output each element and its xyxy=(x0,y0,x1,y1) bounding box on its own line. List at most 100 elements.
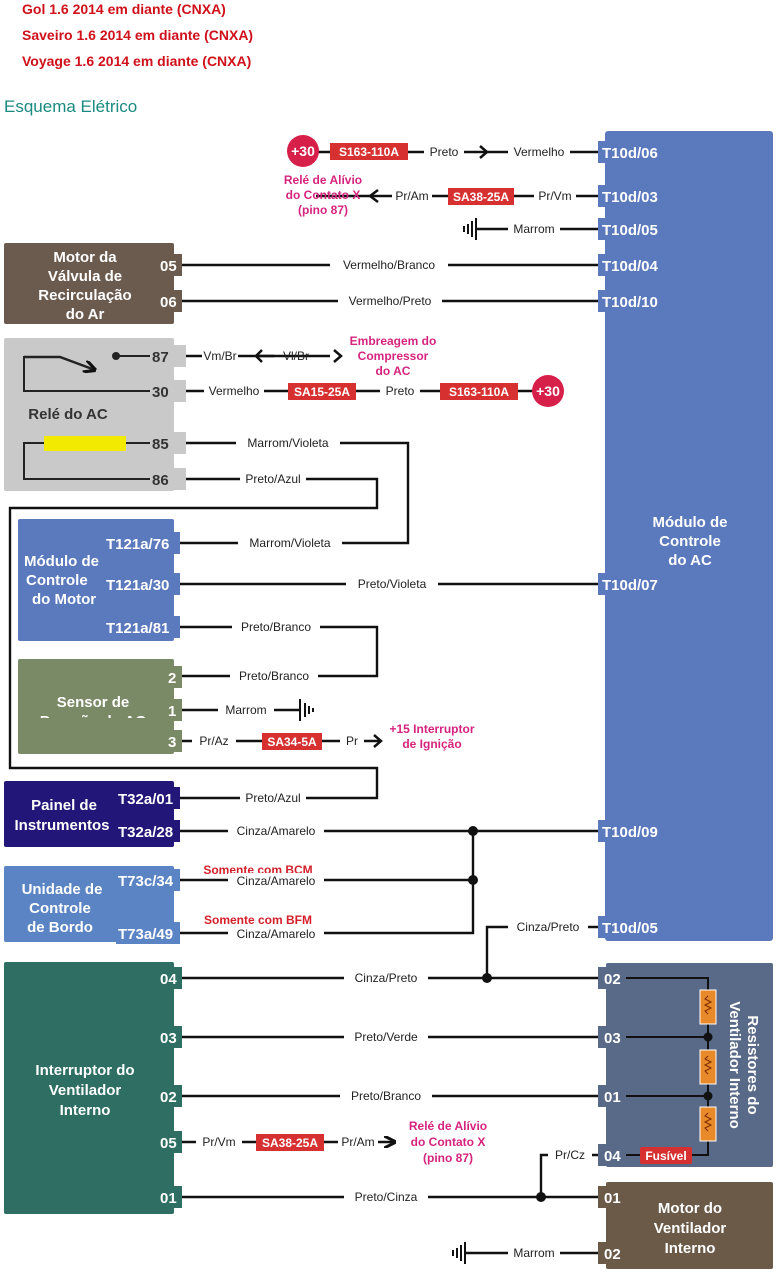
text-label: do Ar xyxy=(66,306,105,323)
ground-icon xyxy=(299,699,314,721)
text-label: Marrom xyxy=(513,1246,554,1260)
pin-2: 2 xyxy=(168,670,176,687)
pin-t10d-05: T10d/05 xyxy=(602,222,658,239)
text-label: SA15-25A xyxy=(294,385,350,399)
text-label: SA38-25A xyxy=(453,190,509,204)
text-label: Pressão do AC xyxy=(40,713,146,730)
pin-t121a-81: T121a/81 xyxy=(106,620,169,637)
pin-t73c-34: T73c/34 xyxy=(118,873,174,890)
text-label: Painel de xyxy=(31,797,97,814)
ignition-label: +15 Interruptor xyxy=(389,722,474,736)
relief-relay-label: Relé de Alívio xyxy=(409,1119,487,1133)
pin-02: 02 xyxy=(604,1246,621,1263)
wire-label: Vermelho/Branco xyxy=(343,258,435,272)
wire-relay-85 xyxy=(180,441,410,545)
text-label: Controle xyxy=(26,572,88,589)
pin-t32a-01: T32a/01 xyxy=(118,791,173,808)
fan-motor[interactable]: Motor do Ventilador Interno 01 02 xyxy=(598,1182,773,1269)
wire-label: Preto/Branco xyxy=(241,620,311,634)
engine-control-module[interactable]: Módulo de Controle do Motor T121a/76 T12… xyxy=(18,519,180,641)
arrow-right-icon xyxy=(333,349,343,363)
text-label: Marrom xyxy=(225,703,266,717)
text-label: Instrumentos xyxy=(14,817,109,834)
recirculation-valve-motor[interactable]: Motor da Válvula de Recirculação do Ar 0… xyxy=(4,243,182,324)
text-label: Preto/Branco xyxy=(239,669,309,683)
text-label: Cinza/Preto xyxy=(355,971,418,985)
connector-icon xyxy=(254,349,274,363)
text-label: de Bordo xyxy=(27,919,93,936)
text-label: +30 xyxy=(536,383,560,399)
wire-label: Preto/Azul xyxy=(245,791,300,805)
pin-05: 05 xyxy=(160,1135,177,1152)
wire-label: Vermelho/Preto xyxy=(349,294,432,308)
arrow-right-icon xyxy=(373,734,383,748)
text-label: Vermelho xyxy=(514,145,565,159)
pin-03: 03 xyxy=(604,1030,621,1047)
text-label: Módulo de xyxy=(24,553,99,570)
pin-04: 04 xyxy=(604,1148,621,1165)
pin-t10d-03: T10d/03 xyxy=(602,189,658,206)
text-label: Preto xyxy=(430,145,459,159)
wire-label: Marrom/Violeta xyxy=(249,536,330,550)
compressor-clutch-label: Embreagem do xyxy=(350,334,437,348)
wire-relay-86 xyxy=(8,477,379,800)
text-label: Preto/Cinza xyxy=(355,1190,418,1204)
body-control-unit[interactable]: Unidade de Controle de Bordo T73c/34 T73… xyxy=(4,866,180,944)
junction-dot xyxy=(536,1192,546,1202)
ac-module-label: Módulo de xyxy=(653,514,728,531)
text-label: Cinza/Preto xyxy=(517,920,580,934)
pin-3: 3 xyxy=(168,734,176,751)
text-label: Ventilador Interno xyxy=(726,1001,743,1129)
pin-05: 05 xyxy=(160,258,177,275)
text-label: (pino 87) xyxy=(423,1151,473,1165)
text-label: Marrom xyxy=(513,222,554,236)
text-label: SA34-5A xyxy=(267,735,317,749)
fuse-s163-110a xyxy=(440,383,518,400)
text-label: Sensor de xyxy=(57,694,130,711)
relay-coil xyxy=(44,436,126,451)
pin-86: 86 xyxy=(152,472,169,489)
text-label: do Contato X xyxy=(286,188,361,202)
text-label: Recirculação xyxy=(38,287,131,304)
ac-control-module[interactable]: Módulo de Controle do AC T10d/06 T10d/03… xyxy=(598,131,773,941)
pin-t32a-28: T32a/28 xyxy=(118,824,173,841)
text-label: Ventilador xyxy=(654,1220,727,1237)
pin-02: 02 xyxy=(604,971,621,988)
arrow-left-icon xyxy=(367,189,379,203)
junction-dot xyxy=(468,875,478,885)
vehicle-voyage: Voyage 1.6 2014 em diante (CNXA) xyxy=(22,53,252,69)
pin-t121a-30: T121a/30 xyxy=(106,577,169,594)
text-label: Vm/Br xyxy=(203,349,236,363)
text-label: Marrom/Violeta xyxy=(247,436,328,450)
ac-pressure-sensor[interactable]: Sensor de Pressão do AC 2 1 3 xyxy=(18,659,182,754)
relay-label: Relé do AC xyxy=(28,406,108,423)
text-label: Pr/Am xyxy=(395,189,428,203)
pin-03: 03 xyxy=(160,1030,177,1047)
ground-icon xyxy=(463,218,477,240)
text-label: S163-110A xyxy=(339,145,399,159)
pin-t10d-09: T10d/09 xyxy=(602,824,658,841)
junctions xyxy=(468,826,546,1202)
text-label: Preto/Branco xyxy=(351,1089,421,1103)
instrument-panel[interactable]: Painel de Instrumentos T32a/01 T32a/28 xyxy=(4,781,180,847)
text-label: Vermelho xyxy=(209,384,260,398)
fan-resistors[interactable]: Resistores do Ventilador Interno Fusível… xyxy=(598,963,773,1167)
text-label: Controle xyxy=(29,900,91,917)
pin-t10d-04: T10d/04 xyxy=(602,258,659,275)
fuse-icon xyxy=(640,1147,692,1164)
text-label: Preto xyxy=(386,384,415,398)
pin-01: 01 xyxy=(604,1089,621,1106)
pin-t10d-06: T10d/06 xyxy=(602,145,658,162)
fan-switch[interactable]: Interruptor do Ventilador Interno 04 03 … xyxy=(4,962,182,1214)
text-label: do Motor xyxy=(32,591,96,608)
pin-t10d-05b: T10d/05 xyxy=(602,920,658,937)
text-label: Pr/Az xyxy=(199,734,228,748)
text-label: SA38-25A xyxy=(262,1136,318,1150)
pin-t121a-76: T121a/76 xyxy=(106,536,169,553)
text-label: Fusível xyxy=(645,1149,686,1163)
text-label: Vl/Br xyxy=(283,349,309,363)
ac-relay[interactable]: Relé do AC 87 30 85 86 xyxy=(4,338,186,491)
pin-t73a-49: T73a/49 xyxy=(118,926,173,943)
vehicle-saveiro: Saveiro 1.6 2014 em diante (CNXA) xyxy=(22,27,254,43)
